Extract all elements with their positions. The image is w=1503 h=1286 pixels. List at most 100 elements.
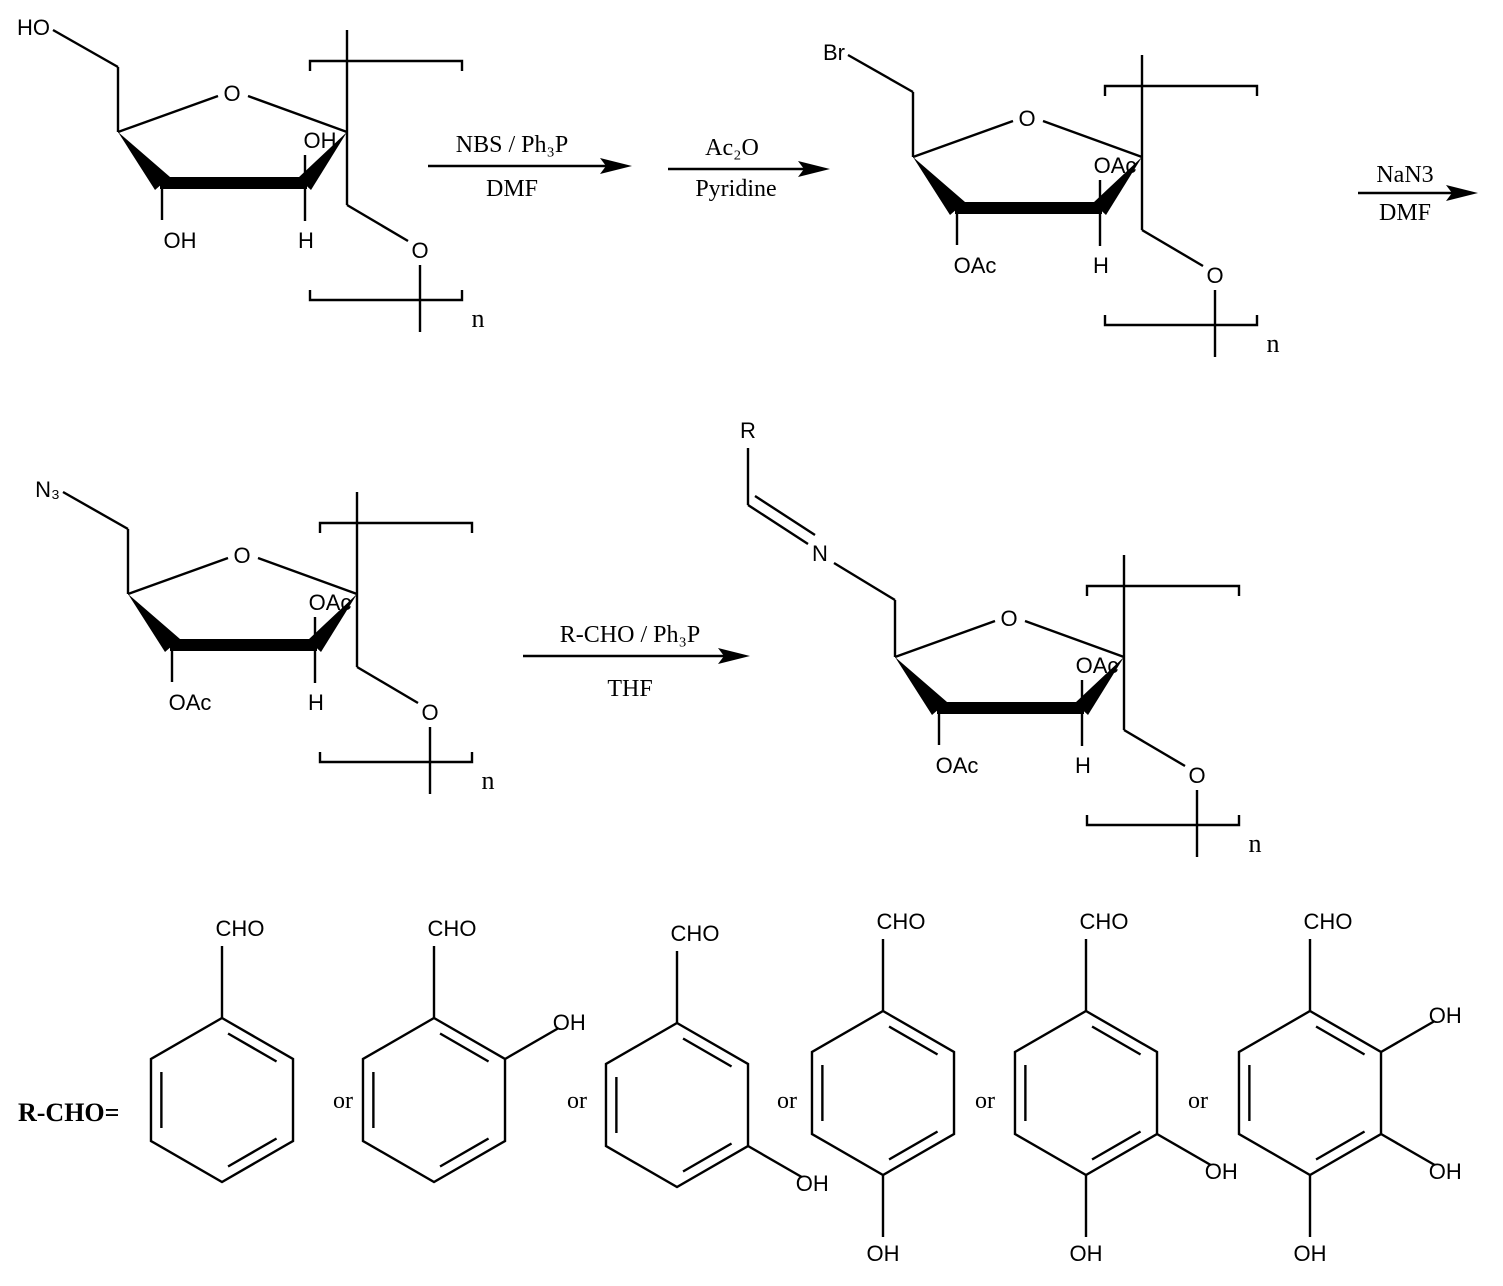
c3-substituent-label: OH xyxy=(164,228,197,253)
bond xyxy=(346,203,409,243)
r-group-label: R xyxy=(740,418,756,443)
wedge-bond xyxy=(913,157,965,215)
bond xyxy=(1380,1019,1436,1054)
inner-double-bond xyxy=(1315,1025,1366,1056)
top-bracket xyxy=(1085,584,1241,596)
hydroxyl-label: OH xyxy=(1294,1241,1327,1266)
ring-oxygen-label: O xyxy=(1018,106,1035,131)
substituent-label: HO xyxy=(17,15,50,40)
solvent-below: DMF xyxy=(1379,200,1431,226)
benzene-ring xyxy=(361,1016,507,1184)
double-bond xyxy=(747,503,809,546)
inner-double-bond xyxy=(682,1037,733,1068)
wedge-bond xyxy=(1093,157,1142,215)
benzene-ring xyxy=(1237,1009,1383,1177)
bond xyxy=(1042,119,1143,159)
repeat-n-label: n xyxy=(472,304,485,333)
bond xyxy=(356,665,419,705)
hydrogen-label: H xyxy=(1093,253,1109,278)
wedge-bond xyxy=(308,594,357,652)
cho-label: CHO xyxy=(1304,909,1353,934)
hydroxyl-label: OH xyxy=(1429,1003,1462,1028)
repeat-n-label: n xyxy=(1249,829,1262,858)
hydroxyl-label: OH xyxy=(553,1010,586,1035)
inner-double-bond xyxy=(682,1142,733,1173)
hydroxyl-label: OH xyxy=(1205,1159,1238,1184)
cho-label: CHO xyxy=(1080,909,1129,934)
r-cho-label: R-CHO= xyxy=(18,1098,119,1127)
bold-bond xyxy=(955,202,1102,214)
bond xyxy=(257,556,358,596)
benzene-ring xyxy=(149,1016,295,1184)
inner-double-bond xyxy=(888,1025,939,1056)
solvent-below: DMF xyxy=(486,176,538,202)
hydroxyl-label: OH xyxy=(1429,1159,1462,1184)
bold-bond xyxy=(937,702,1084,714)
wedge-bond xyxy=(128,594,180,652)
bond xyxy=(62,490,129,531)
ring-oxygen-label: O xyxy=(1000,606,1017,631)
arrow-step-4: R-CHO / Ph₃P THF xyxy=(523,622,750,702)
bond xyxy=(894,619,996,659)
or-label: or xyxy=(777,1088,797,1114)
cho-label: CHO xyxy=(671,921,720,946)
arrow-step-2: Ac₂O Pyridine xyxy=(668,135,830,202)
bond xyxy=(1123,728,1186,768)
solvent-below: Pyridine xyxy=(695,176,776,202)
repeat-n-label: n xyxy=(482,766,495,795)
inner-double-bond xyxy=(227,1137,278,1168)
bond xyxy=(127,556,229,596)
or-label: or xyxy=(567,1088,587,1114)
bold-bond xyxy=(160,177,307,189)
inner-double-bond xyxy=(439,1137,490,1168)
wedge-bond xyxy=(298,132,347,190)
aldehyde-1: CHO xyxy=(149,916,295,1184)
hydrogen-label: H xyxy=(1075,753,1091,778)
c3-substituent-label: OAc xyxy=(954,253,997,278)
linkage-oxygen-label: O xyxy=(1188,763,1205,788)
hydroxyl-label: OH xyxy=(867,1241,900,1266)
bond xyxy=(117,94,219,134)
reagent-above: Ac₂O xyxy=(705,135,759,161)
c2-substituent-label: OAc xyxy=(309,590,352,615)
reagent-above: NaN3 xyxy=(1376,162,1433,188)
bond xyxy=(833,561,896,602)
bottom-bracket xyxy=(1103,315,1259,327)
reagent-above: R-CHO / Ph₃P xyxy=(560,622,700,648)
arrow-step-1: NBS / Ph₃P DMF xyxy=(428,132,632,202)
hydrogen-label: H xyxy=(308,690,324,715)
reagent-above: NBS / Ph₃P xyxy=(456,132,568,158)
c2-substituent-label: OAc xyxy=(1076,653,1119,678)
inner-double-bond xyxy=(888,1130,939,1161)
benzene-ring xyxy=(1013,1009,1159,1177)
wedge-bond xyxy=(895,657,947,715)
or-label: or xyxy=(975,1088,995,1114)
cho-label: CHO xyxy=(428,916,477,941)
bond xyxy=(247,94,348,134)
or-label: or xyxy=(333,1088,353,1114)
inner-double-bond xyxy=(1315,1130,1366,1161)
double-bond xyxy=(754,494,816,537)
cho-label: CHO xyxy=(877,909,926,934)
bond xyxy=(1141,228,1204,268)
top-bracket xyxy=(1103,84,1259,96)
wedge-bond xyxy=(1075,657,1124,715)
bold-bond xyxy=(170,639,317,651)
bond xyxy=(747,1144,803,1179)
linkage-oxygen-label: O xyxy=(421,700,438,725)
bond xyxy=(1380,1132,1436,1167)
c2-substituent-label: OAc xyxy=(1094,153,1137,178)
linkage-oxygen-label: O xyxy=(411,238,428,263)
solvent-below: THF xyxy=(607,676,652,702)
bottom-bracket xyxy=(1085,815,1241,827)
inner-double-bond xyxy=(439,1032,490,1063)
c2-substituent-label: OH xyxy=(304,128,337,153)
aldehyde-6: CHO OH OH OH xyxy=(1237,909,1462,1266)
substituent-label: N₃ xyxy=(35,477,60,502)
arrow-step-3: NaN3 DMF xyxy=(1358,162,1478,226)
ring-oxygen-label: O xyxy=(233,543,250,568)
aldehyde-2: CHO OH xyxy=(361,916,586,1184)
